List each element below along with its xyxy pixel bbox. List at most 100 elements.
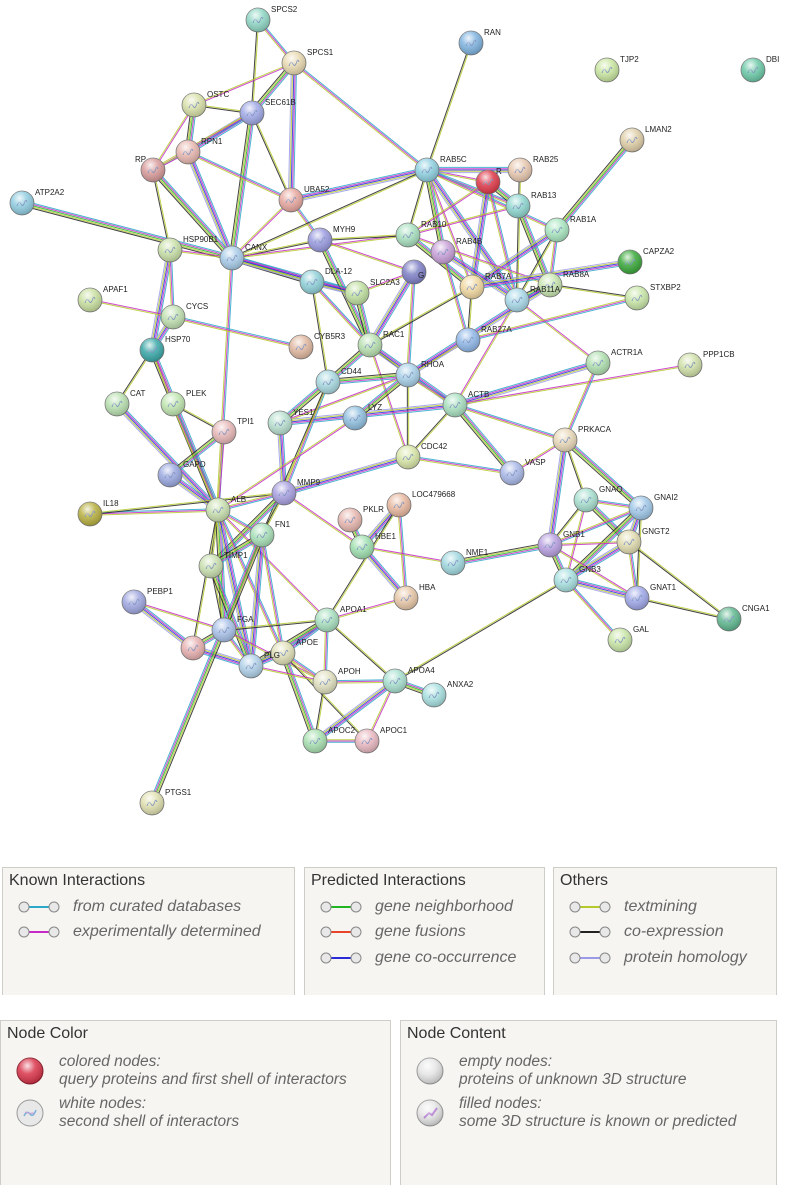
protein-node[interactable]: RAC1 [357,330,405,358]
protein-node[interactable]: CAT [104,389,146,417]
protein-node[interactable]: VASP [499,458,546,486]
protein-node[interactable]: APOH [312,667,361,695]
edge-channel-line [260,535,283,654]
node-label: APAF1 [103,285,128,294]
protein-node[interactable]: CNGA1 [716,604,770,632]
protein-node[interactable]: CANX [219,243,268,271]
protein-node[interactable]: PPP1CB [677,350,735,378]
protein-node[interactable]: CDC42 [395,442,448,470]
protein-node[interactable]: CD44 [315,367,362,395]
protein-node[interactable]: APOA4 [382,666,435,694]
protein-node[interactable]: APOE [270,638,318,666]
protein-node[interactable]: CAPZA2 [617,247,675,275]
protein-node[interactable]: ACTR1A [585,348,643,376]
protein-node[interactable]: TJP2 [594,55,639,83]
protein-node[interactable]: GNB1 [537,530,585,558]
protein-node[interactable]: TPI1 [211,417,254,445]
protein-node[interactable]: CYCS [160,302,208,330]
edge-channel-line [425,170,472,288]
protein-node[interactable]: GNAI2 [628,493,679,521]
protein-node[interactable]: PEBP1 [121,587,173,615]
protein-node[interactable]: PRKACA [552,425,612,453]
protein-node[interactable]: OSTC [181,90,229,118]
protein-node[interactable]: RAB27A [455,325,512,353]
edge-channel-line [407,457,512,475]
protein-node[interactable]: RPN1 [175,137,223,165]
edge-channel-line [564,539,628,579]
protein-node[interactable]: DLA-12 [299,267,353,295]
protein-node[interactable]: RAB25 [507,155,559,183]
protein-node[interactable]: RAB8A [537,270,590,298]
protein-node[interactable]: IL18 [77,499,119,527]
protein-node[interactable]: PTGS1 [139,788,192,816]
protein-node[interactable]: HBA [393,583,436,611]
node-label: CDC42 [421,442,448,451]
protein-node[interactable]: SPCS2 [245,5,298,33]
protein-node[interactable]: PKLR [337,505,384,533]
protein-node[interactable]: RAN [458,28,501,56]
edge-channel-line [454,299,517,405]
protein-node[interactable]: RAB5C [414,155,467,183]
protein-node[interactable]: RAB7A [459,272,512,300]
protein-node[interactable]: LOC479668 [386,490,456,518]
edge-channel-line [370,272,416,346]
protein-node[interactable]: SEC61B [239,98,296,126]
protein-node[interactable]: PLEK [160,389,207,417]
protein-node[interactable]: RAB1A [544,215,597,243]
protein-node[interactable]: DBI [740,55,779,83]
protein-node[interactable]: ALB [205,495,246,523]
protein-node[interactable]: PLG [238,651,280,679]
edge-channel-line [312,280,372,345]
protein-node[interactable]: NME1 [440,548,489,576]
protein-node[interactable]: HSP70 [139,335,191,363]
protein-node[interactable]: FN1 [249,520,291,548]
protein-node[interactable]: RHOA [395,360,445,388]
protein-node[interactable]: SPCS1 [281,48,334,76]
protein-node[interactable]: GAL [607,625,650,653]
protein-node[interactable]: RAB11A [504,285,561,313]
protein-node[interactable]: MYH9 [307,225,356,253]
edge-channel-line [565,582,637,602]
node-label: G [418,271,424,280]
protein-node[interactable]: RAB4B [430,237,482,265]
protein-node[interactable]: HBE1 [349,532,396,560]
edge-channel-line [398,504,407,599]
protein-node[interactable]: FGA [211,615,254,643]
protein-node[interactable]: STXBP2 [624,283,681,311]
protein-node[interactable]: GNAQ [573,485,623,513]
protein-node[interactable]: RP [135,155,166,183]
protein-node[interactable]: APAF1 [77,285,128,313]
protein-node[interactable]: R [475,167,502,195]
protein-node[interactable]: ANXA2 [421,680,474,708]
protein-node[interactable]: ACTB [442,390,489,418]
protein-node[interactable]: RAB13 [505,191,557,219]
edge-channel-line [318,240,370,346]
protein-node[interactable]: LMAN2 [619,125,672,153]
protein-node[interactable]: GNB3 [553,565,601,593]
protein-node[interactable]: UBA52 [278,185,330,213]
protein-node[interactable]: GNGT2 [616,527,670,555]
protein-node[interactable]: YES1 [267,408,314,436]
protein-node[interactable]: APOC1 [354,726,408,754]
edge-channel-line [368,271,414,345]
edge-channel-line [637,508,643,599]
protein-node[interactable]: TIMP1 [198,551,248,579]
protein-node[interactable]: G [401,259,427,285]
edge-channel-line [310,282,328,383]
protein-node[interactable]: LYZ [342,403,382,431]
edge-channel-line [426,169,518,301]
protein-node[interactable]: SLC2A3 [344,278,400,306]
protein-node[interactable]: ATP2A2 [9,188,65,216]
protein-node[interactable]: MMP9 [271,478,321,506]
protein-node[interactable]: GAPD [157,460,206,488]
protein-node[interactable]: CYB5R3 [288,332,346,360]
edge-channel-line [567,543,631,583]
edge-channel-line [395,580,567,682]
protein-node[interactable] [180,635,206,661]
node-shine [617,530,641,554]
protein-node[interactable]: APOA1 [314,605,367,633]
protein-node[interactable]: APOC2 [302,726,356,754]
protein-node[interactable]: HSP90B1 [157,235,219,263]
protein-node[interactable]: GNAT1 [624,583,677,611]
protein-node[interactable]: RAB10 [395,220,447,248]
